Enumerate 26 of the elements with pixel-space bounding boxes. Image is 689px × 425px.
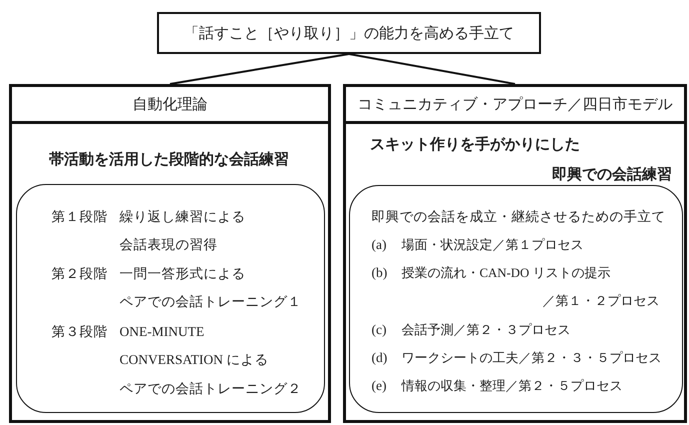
item-marker: (b) bbox=[372, 264, 388, 282]
item-marker: (e) bbox=[372, 376, 386, 395]
connector-line bbox=[348, 53, 516, 85]
panel-heading: 帯活動を活用した段階的な会話練習 bbox=[49, 150, 289, 170]
item-marker: (a) bbox=[372, 236, 386, 254]
item-text: 情報の収集・整理／第２・５プロセス bbox=[402, 378, 622, 394]
title-box: 「話すこと［やり取り］」の能力を高める手立て bbox=[157, 12, 541, 54]
item-marker: (d) bbox=[372, 348, 388, 367]
item-text: 授業の流れ・CAN-DO リストの提示／第１・２プロセス bbox=[402, 264, 660, 310]
item-text: ワークシートの工夫／第２・３・５プロセス bbox=[402, 350, 662, 366]
connector-line bbox=[170, 53, 350, 85]
list-heading: 即興での会話を成立・継続させるための手立て bbox=[372, 208, 666, 226]
rounded-box bbox=[16, 184, 325, 413]
panel-heading: スキット作りを手がかりにした即興での会話練習 bbox=[370, 135, 672, 185]
stage-description: 一問一答形式によるペアでの会話トレーニング１ bbox=[120, 264, 302, 311]
stage-label: 第３段階 bbox=[52, 322, 108, 340]
item-marker: (c) bbox=[372, 320, 386, 339]
stage-label: 第２段階 bbox=[52, 264, 108, 282]
stage-description: 繰り返し練習による会話表現の習得 bbox=[120, 208, 246, 254]
item-text: 会話予測／第２・３プロセス bbox=[402, 322, 570, 338]
panel bbox=[343, 84, 687, 423]
rounded-box bbox=[349, 185, 683, 413]
stage-description: ONE-MINUTE CONVERSATION によるペアでの会話トレーニング２ bbox=[120, 322, 302, 398]
stage-label: 第１段階 bbox=[52, 208, 108, 226]
panel bbox=[9, 84, 331, 423]
item-text: 場面・状況設定／第１プロセス bbox=[402, 236, 584, 254]
